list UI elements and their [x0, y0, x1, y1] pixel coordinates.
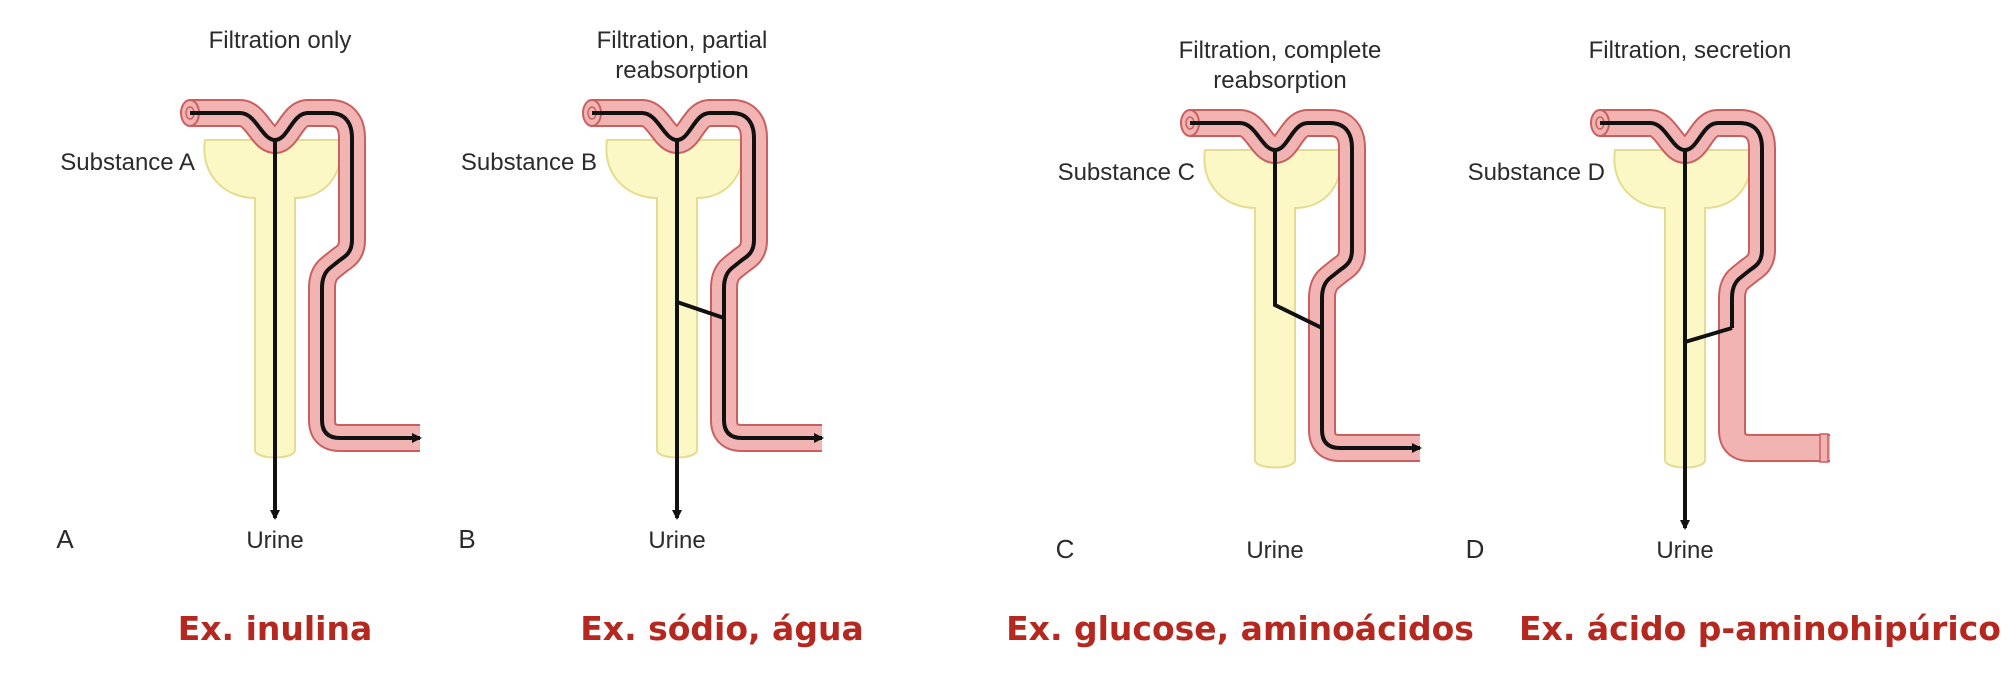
- panel-letter: B: [458, 524, 475, 554]
- substance-path-blood: [1600, 121, 1764, 328]
- urine-label: Urine: [1656, 537, 1713, 564]
- renal-tubule: [1613, 149, 1752, 469]
- example-label: Ex. sódio, água: [580, 609, 863, 648]
- panel-b: Filtration, partial reabsorptionSubstance…: [458, 27, 824, 554]
- substance-label: Substance A: [60, 149, 195, 176]
- panel-letter: C: [1056, 534, 1075, 564]
- panel-title-line: reabsorption: [1213, 67, 1346, 94]
- panel-title-line: reabsorption: [615, 57, 748, 84]
- reabsorption-path: [676, 300, 725, 320]
- panel-letter: D: [1466, 534, 1485, 564]
- substance-label: Substance C: [1058, 159, 1195, 186]
- capillary-end: [1819, 433, 1829, 463]
- panel-title-line: Filtration, partial: [597, 27, 768, 54]
- urine-label: Urine: [648, 527, 705, 554]
- example-label: Ex. glucose, aminoácidos: [1006, 609, 1474, 648]
- urine-label: Urine: [1246, 537, 1303, 564]
- substance-path-tubule: [1273, 150, 1323, 330]
- example-label: Ex. inulina: [178, 609, 373, 648]
- panel-c: Filtration, complete reabsorptionSubstanc…: [1056, 37, 1422, 564]
- example-label: Ex. ácido p-aminohipúrico: [1519, 609, 2001, 648]
- substance-label: Substance D: [1468, 159, 1605, 186]
- urine-label: Urine: [246, 527, 303, 554]
- secretion-path: [1684, 326, 1733, 344]
- panel-title-line: Filtration, complete: [1179, 37, 1382, 64]
- panel-title-line: Filtration, secretion: [1589, 37, 1792, 64]
- panel-letter: A: [56, 524, 74, 554]
- renal-tubule: [203, 139, 342, 459]
- panel-title-line: Filtration only: [209, 27, 352, 54]
- renal-tubule: [1203, 149, 1342, 469]
- renal-tubule: [605, 139, 744, 459]
- substance-label: Substance B: [461, 149, 597, 176]
